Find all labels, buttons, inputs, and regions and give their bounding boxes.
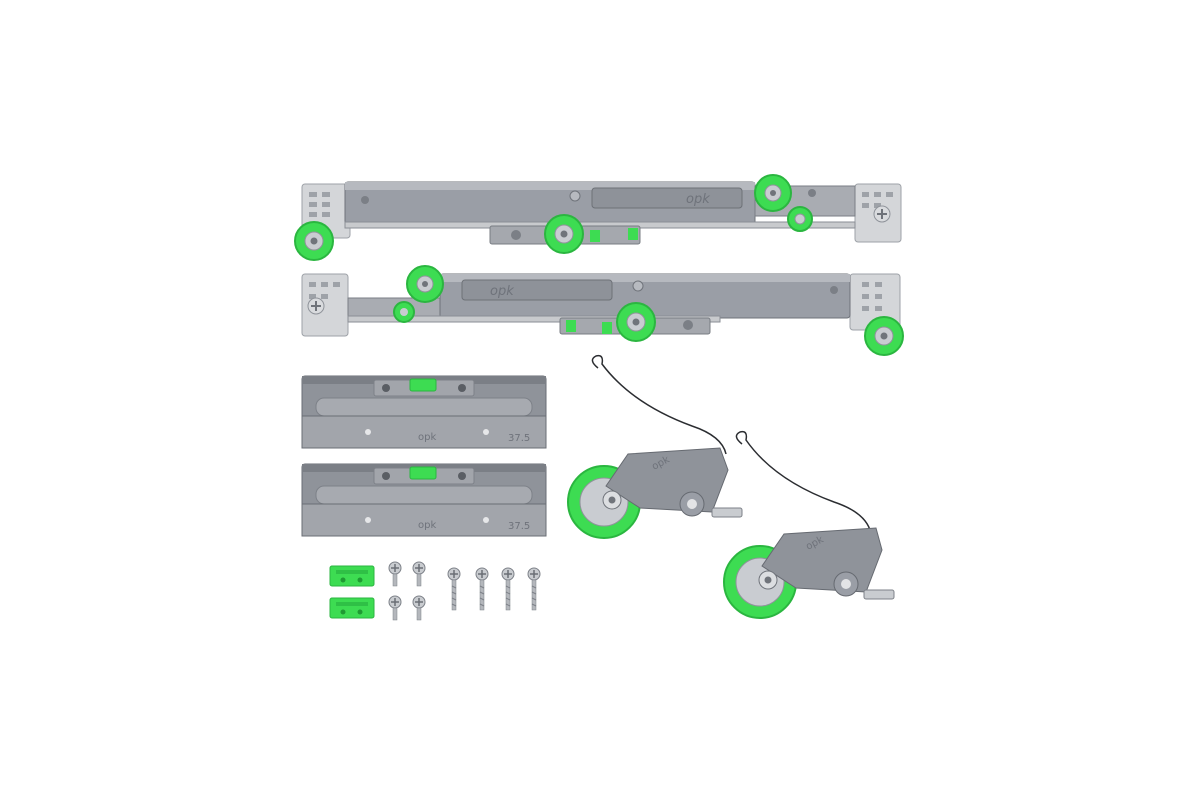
wheel [864,316,904,356]
guide-plate: opk 37.5 [301,463,547,537]
wheel [787,206,813,232]
adjust-screw [873,205,891,223]
wheel [754,174,792,212]
adjust-screw [307,297,325,315]
green-clip [329,565,375,587]
wheel [294,221,334,261]
size-marking-plate-2: 37.5 [508,521,530,532]
top-rail-mechanism: opk [294,174,902,261]
brand-marking-plate-2: opk [418,520,436,531]
brand-marking-plate-1: opk [418,432,436,443]
wheel-carriage: opk [723,430,895,619]
small-screw [388,595,402,621]
size-marking-plate-1: 37.5 [508,433,530,444]
long-screw [527,567,541,611]
long-screw [501,567,515,611]
wheel [616,302,656,342]
wheel [393,301,415,323]
brand-marking-top: opk [686,192,710,207]
wheel-carriage: opk [567,354,743,539]
brand-marking-bottom: opk [490,284,514,299]
guide-plate: opk 37.5 [301,375,547,449]
small-screw [412,561,426,587]
long-screw [475,567,489,611]
green-clip [329,597,375,619]
bottom-rail-mechanism: opk [301,265,904,356]
small-screw [388,561,402,587]
small-screw [412,595,426,621]
wheel [544,214,584,254]
long-screw [447,567,461,611]
wheel [406,265,444,303]
